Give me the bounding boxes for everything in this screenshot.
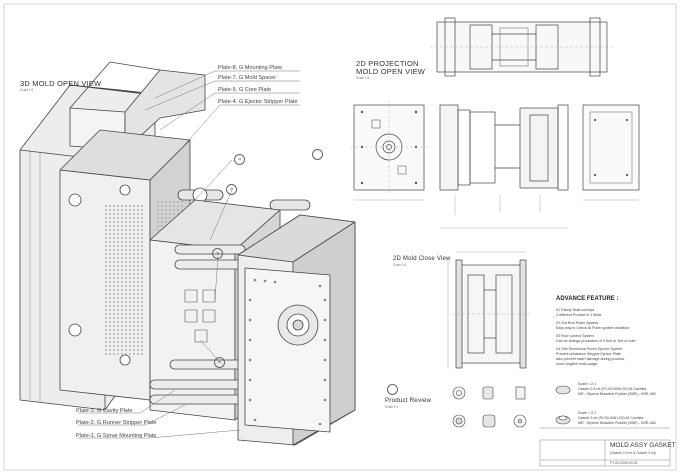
plate-label-3: Plate-3. G Cavity Plate <box>76 408 133 414</box>
advance-feature-title: ADVANCE FEATURE : <box>556 296 619 302</box>
mold-open-3d-title: 3D MOLD OPEN VIEW <box>20 79 102 88</box>
balloon-callout <box>312 149 323 160</box>
projection-title-line2: MOLD OPEN VIEW <box>356 67 426 76</box>
plate-label-leaders <box>78 70 300 439</box>
feature-item-1-line1: 01 Family Mold concept. <box>556 308 595 312</box>
feature-item-2-line2: Easy way to Check all Puller system cond… <box>556 326 631 330</box>
title-block-title: MOLD ASSY GASKET <box>610 442 676 449</box>
projection-top-view <box>430 17 612 77</box>
projection-title-line1: 2D PROJECTION <box>356 59 419 68</box>
feature-item-4-line2: Prevent unbalance Stripper Ejector Plate… <box>556 352 622 356</box>
plate-label-8: Plate-8. G Mounting Plate <box>218 65 283 71</box>
product-review-scale: Scale 2:1 <box>385 405 399 409</box>
mold-close-title: 2D Mold Close View <box>393 256 451 262</box>
projection-side-view <box>354 104 640 229</box>
title-block-subtitle: (Gasket 0.5 mt & Gasket 3 mt) <box>610 451 656 455</box>
product-spec-2-line2: MR : Styrene Butadine Rubber (SBR) - NSR… <box>578 421 656 425</box>
exploded-mold-3d <box>19 61 356 446</box>
title-block-doc-no: P1-00-0059-00-00 <box>610 461 638 465</box>
product-spec-1-line2: MR : Styrene Butadine Rubber (SBR) - NSR… <box>578 392 656 396</box>
title-block-frame <box>539 427 671 467</box>
product-review-parts <box>452 385 571 428</box>
balloon-callout <box>387 384 398 395</box>
feature-item-3-line2: Can be change production of 0.5mt or 3mt… <box>556 339 637 343</box>
balloon-callout: 02 <box>234 154 245 165</box>
balloon-callout: 05 <box>214 357 225 368</box>
plate-label-7: Plate-7. G Mold Spacer <box>218 75 277 81</box>
feature-item-1-line2: 2 different Product in 1 Mold. <box>556 313 602 317</box>
feature-item-4-line1: 04 One Directional Punch Ejector System. <box>556 347 624 351</box>
feature-item-4-line3: also prevent Insert damage during proces… <box>556 357 626 361</box>
product-spec-1-scale: Scale = 2:1 <box>578 382 597 386</box>
feature-item-4-line4: more longtive mold usage. <box>556 362 599 366</box>
plate-label-5: Plate-5. G Core Plate <box>218 87 272 93</box>
mold-close-scale: Scale 1:5 <box>393 263 407 267</box>
projection-scale: Scale 1:5 <box>356 76 370 80</box>
projection-front-view <box>350 100 428 195</box>
balloon-callout: 04 <box>212 248 223 259</box>
balloon-callout: 03 <box>226 184 237 195</box>
mold-open-3d-scale: Scale 1:5 <box>20 88 34 92</box>
feature-item-3-line1: 03 Flow Control System. <box>556 334 596 338</box>
plate-label-2: Plate-2. G Runner Stripper Plate <box>76 420 157 426</box>
product-spec-2-line1: Gasket 3 mt (P2:00-0061-00) 64 Cavities <box>578 416 644 420</box>
sheet-border <box>3 3 677 471</box>
product-spec-2-scale: Scale = 2:1 <box>578 411 597 415</box>
product-review-title: Product Review <box>385 397 432 404</box>
product-spec-1-line1: Gasket 0.5 mt (P1:00-0059-00) 64 Cavitie… <box>578 387 647 391</box>
feature-item-2-line1: 02 Out Row Puller System. <box>556 321 600 325</box>
mold-close-view <box>447 251 530 369</box>
plate-label-4: Plate-4. G Ejector Stripper Plate <box>218 99 298 105</box>
plate-label-1: Plate-1. G Sprue Mounting Plate <box>76 433 157 439</box>
